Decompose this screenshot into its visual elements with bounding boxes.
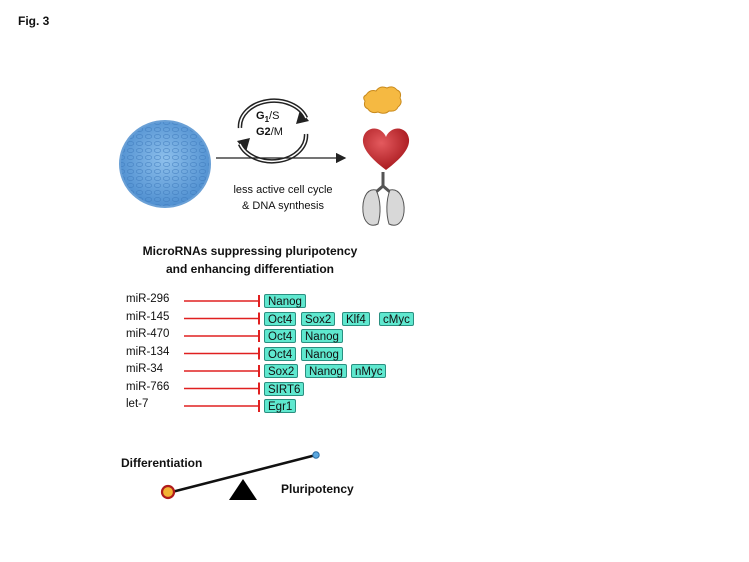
figure-label: Fig. 3 [18,14,50,28]
target-gene-box: Oct4 [264,311,297,326]
target-gene-box: Nanog [305,364,347,378]
mirna-label: miR-145 [126,310,170,323]
cell-cycle-icon [237,98,309,164]
cycle-phase-g1s: G1/S [256,110,280,125]
mirna-label: miR-766 [126,380,170,393]
target-gene-box: Sox2 [264,364,299,378]
heart-icon [362,128,410,170]
target-gene-box: Nanog [301,329,343,343]
pancreas-icon [363,86,402,114]
target-gene-box: Nanog [264,294,306,308]
target-gene-box: nMyc [351,364,387,378]
mirna-label: miR-134 [126,345,170,358]
target-gene-box: SIRT6 [264,381,305,396]
mirna-label: miR-296 [126,293,170,305]
pluripotency-label: Pluripotency [281,482,354,496]
lung-icon [362,172,405,226]
target-gene-box: Oct4 [264,346,297,361]
target-gene-box: Sox2 [301,311,336,326]
mirna-label: let-7 [126,398,149,410]
target-gene-box: Nanog [301,346,343,361]
stem-cell-icon [119,120,211,208]
target-gene-box: Egr1 [264,399,297,413]
differentiation-ball [160,484,176,500]
mirna-label: miR-470 [126,328,170,340]
seesaw-beam [167,453,317,495]
seesaw-fulcrum [229,479,257,500]
target-gene-box: cMyc [379,311,414,326]
pluripotency-ball [312,451,320,459]
mirna-label: miR-34 [126,363,164,375]
target-gene-box: Oct4 [264,329,297,343]
balance-seesaw [160,451,320,500]
cell-cycle-caption: less active cell cycle & DNA synthesis [233,184,333,212]
section-heading: MicroRNAs suppressing pluripotency and e… [142,244,358,276]
cycle-phase-g2m: G2/M [256,126,283,138]
target-gene-box: Klf4 [342,311,370,326]
differentiation-label: Differentiation [121,456,203,470]
